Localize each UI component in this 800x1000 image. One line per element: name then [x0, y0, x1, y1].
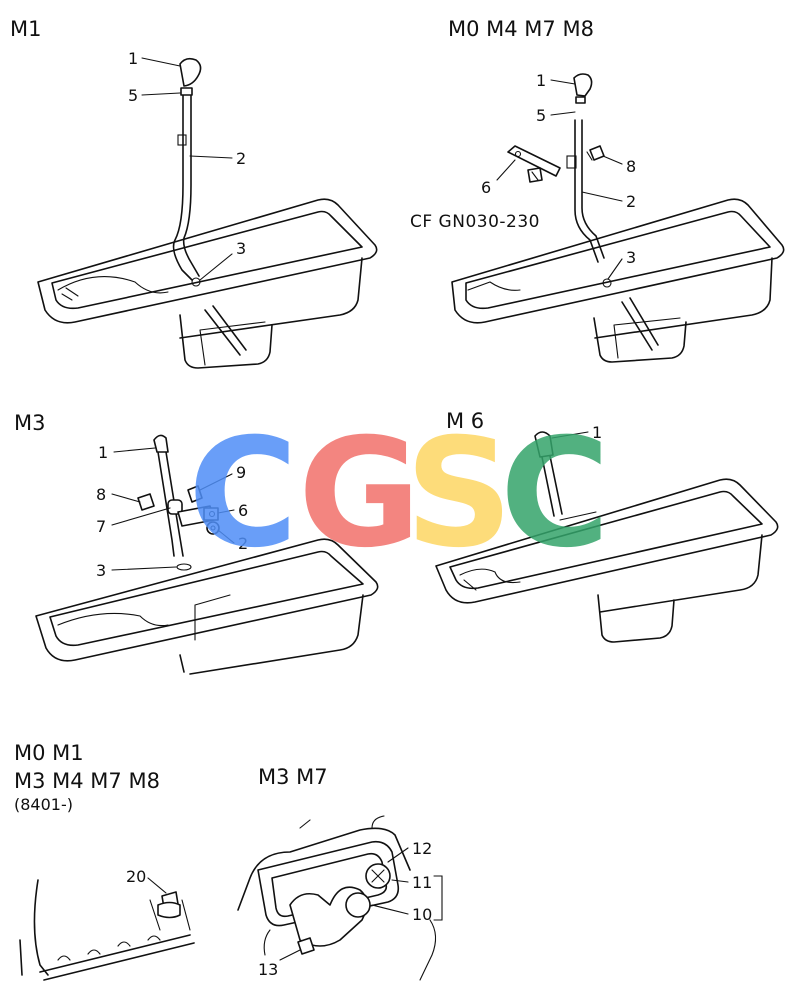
- dipstick-tube-m0-m4-m7-m8: [566, 119, 659, 351]
- bolt-13: [297, 937, 315, 955]
- section-title-line-3: (8401-): [14, 795, 73, 814]
- dipstick-tube-m3: [153, 434, 184, 557]
- section-m0-m4-m7-m8: M0 M4 M7 M8: [410, 17, 785, 363]
- callout-m3-3: 3: [96, 561, 106, 580]
- callout-10: 10: [412, 905, 432, 924]
- callout-m1-5: 5: [128, 86, 138, 105]
- seal-ring-m3: [176, 563, 192, 571]
- oil-pan-m0-m4-m7-m8: [451, 198, 785, 363]
- callout-11: 11: [412, 873, 432, 892]
- block-fragment: [19, 879, 195, 981]
- callout-m3-2: 2: [238, 534, 248, 553]
- dipstick-m6: [534, 431, 563, 517]
- cf-reference-text: CF GN030-230: [410, 212, 540, 232]
- section-title-m0-m4-m7-m8: M0 M4 M7 M8: [448, 17, 594, 41]
- oil-pan-m1: [37, 198, 378, 369]
- callout-m6-1: 1: [592, 423, 602, 442]
- section-title-line-2: M3 M4 M7 M8: [14, 769, 160, 793]
- watermark-letter-c1: C: [188, 407, 298, 581]
- callout-12: 12: [412, 839, 432, 858]
- bolt-9-m3: [187, 485, 203, 503]
- callout-m0-5: 5: [536, 106, 546, 125]
- section-title-line-1: M0 M1: [14, 741, 84, 765]
- callout-m3-7: 7: [96, 517, 106, 536]
- section-title-m1: M1: [10, 17, 41, 41]
- callout-m0-3: 3: [626, 248, 636, 267]
- oil-cooler-assembly: [237, 815, 437, 981]
- callout-m1-3: 3: [236, 239, 246, 258]
- dipstick-handle-m1: [179, 57, 202, 96]
- callout-m0-2: 2: [626, 192, 636, 211]
- seal-ring-m1: [191, 277, 201, 287]
- callout-m3-8: 8: [96, 485, 106, 504]
- bolt-8-m0-m4-m7-m8: [586, 145, 605, 161]
- callout-13: 13: [258, 960, 278, 979]
- section-m1: M1 1 5 2 3: [10, 17, 378, 369]
- seal-ring-m0-m4-m7-m8: [602, 278, 612, 288]
- callout-m1-2: 2: [236, 149, 246, 168]
- watermark-letter-s: S: [405, 407, 513, 581]
- callout-m0-8: 8: [626, 157, 636, 176]
- bracket-line-10-11: [433, 875, 443, 921]
- callout-m0-6: 6: [481, 178, 491, 197]
- section-title-m3: M3: [14, 411, 45, 435]
- watermark: C G S C: [188, 407, 610, 581]
- callout-20: 20: [126, 867, 146, 886]
- callout-m0-1: 1: [536, 71, 546, 90]
- nut-2-m3: [206, 521, 220, 535]
- dipstick-tube-m1: [172, 91, 247, 356]
- bracket-m3: [177, 505, 219, 527]
- section-m6: M 6 1: [435, 409, 779, 643]
- oil-pan-m3: [35, 538, 379, 675]
- callout-m3-6: 6: [238, 501, 248, 520]
- oil-pan-m6: [435, 478, 779, 643]
- section-title-m3-m7: M3 M7: [258, 765, 328, 789]
- drain-plug-20: [157, 891, 181, 919]
- bolt-8-m3: [137, 493, 155, 511]
- section-title-m6: M 6: [446, 409, 484, 433]
- section-m3-m7: M3 M7 12 11 10 13: [237, 765, 443, 981]
- dipstick-handle-m0-m4-m7-m8: [573, 73, 593, 104]
- section-m3: M3 1: [14, 411, 379, 675]
- watermark-letter-c2: C: [500, 407, 610, 581]
- callout-m1-1: 1: [128, 49, 138, 68]
- callout-m3-1: 1: [98, 443, 108, 462]
- watermark-letter-g: G: [298, 407, 421, 581]
- section-m0-m1-m3-m4-m7-m8: M0 M1 M3 M4 M7 M8 (8401-) 20: [14, 741, 195, 981]
- callout-m3-9: 9: [236, 463, 246, 482]
- bolt-6-m0-m4-m7-m8: [527, 167, 543, 183]
